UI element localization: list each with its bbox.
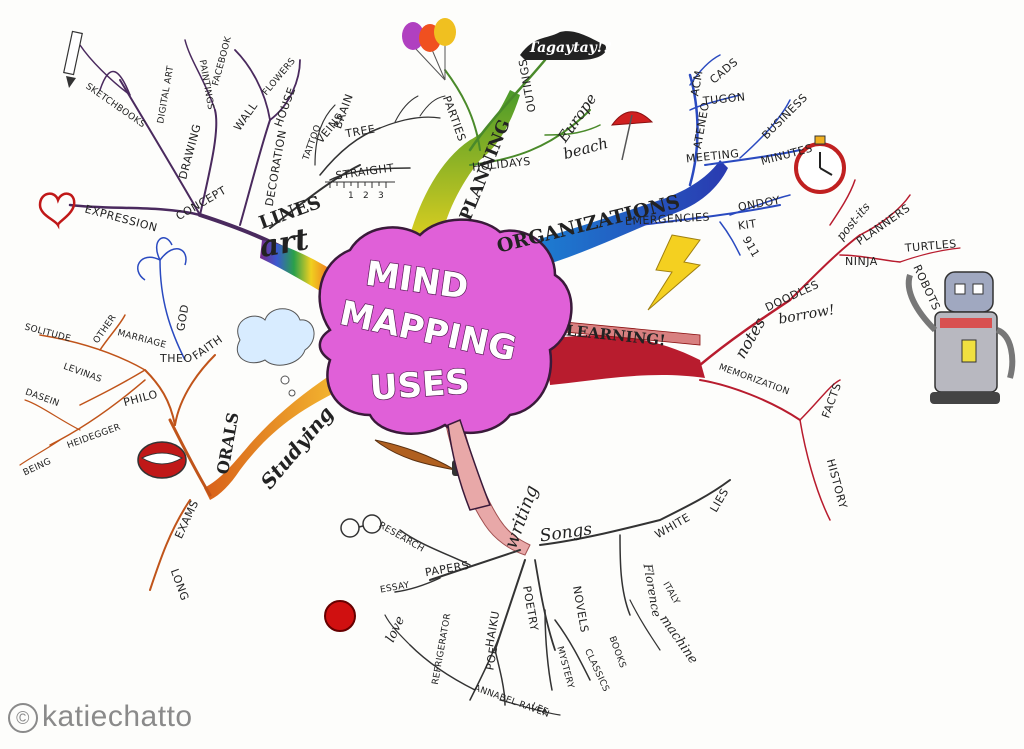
exams-label: EXAMS	[172, 498, 201, 541]
ninja-label: NINJA	[845, 255, 878, 268]
machine-label: machine	[656, 612, 701, 667]
ruler-drawing	[325, 181, 395, 188]
copyright-icon: ©	[8, 703, 38, 734]
papers-label: PAPERS	[424, 559, 470, 580]
title-line-3: USES	[369, 362, 471, 409]
marriage-label: MARRIAGE	[116, 328, 167, 351]
lies-label: LIES	[708, 486, 732, 514]
meeting-label: MEETING	[685, 147, 740, 166]
house-label: HOUSE	[272, 85, 298, 128]
memorization-label: MEMORIZATION	[717, 363, 790, 398]
holidays-label: HOLIDAYS	[471, 155, 531, 174]
poe-label: POE	[483, 646, 500, 672]
thought-cloud-drawing	[237, 308, 315, 397]
ruler-tick-2: 2	[363, 191, 369, 201]
tugon-label: TUGON	[701, 90, 746, 107]
research-label: RESEARCH	[377, 521, 426, 555]
heart-drawing	[38, 192, 76, 230]
911-label: 911	[740, 234, 763, 260]
theo-branch	[137, 237, 187, 361]
organizations-trunk	[500, 160, 728, 275]
facts-label: FACTS	[819, 381, 844, 420]
watermark: ©katiechatto	[8, 700, 193, 734]
philo-label: PHILO	[122, 388, 159, 410]
emergencies-label: EMERGENCIES	[625, 210, 711, 227]
being-label: BEING	[22, 457, 53, 479]
studying-label: Studying	[256, 401, 339, 493]
sketchbooks-label: SKETCHBOOKS	[84, 82, 147, 131]
poetry-label: POETRY	[520, 585, 541, 632]
watermark-text: katiechatto	[42, 700, 193, 733]
long-label: LONG	[168, 567, 192, 603]
history-label: HISTORY	[824, 458, 850, 511]
art-branch	[68, 39, 312, 264]
solitude-label: SOLITUDE	[23, 322, 72, 344]
theo-label: THEO	[159, 352, 193, 365]
faith-label: FAITH	[190, 333, 225, 363]
straight-label: STRAIGHT	[335, 161, 395, 182]
dasein-label: DASEIN	[24, 388, 61, 410]
florence-label: Florence	[640, 562, 663, 618]
learning-branch	[698, 179, 961, 521]
business-label: BUSINESS	[759, 91, 810, 142]
refrigerator-label: REFRIGERATOR	[431, 612, 453, 685]
art-label: art	[257, 222, 312, 265]
ondoy-label: ONDOY	[737, 194, 781, 214]
digital-art-label: DIGITAL ART	[156, 65, 176, 125]
italy-label: ITALY	[660, 580, 681, 606]
robot-drawing	[905, 271, 1016, 404]
learning-trunk	[545, 335, 705, 385]
mystery-label: MYSTERY	[554, 645, 575, 690]
lines-branch	[269, 95, 446, 229]
white-label: WHITE	[653, 511, 693, 542]
writing-label: writing	[500, 482, 542, 551]
tagaytay-label: Tagaytay!?	[528, 40, 612, 56]
god-label: GOD	[174, 303, 192, 332]
planning-trunk	[410, 90, 520, 245]
organizations-branch	[639, 54, 801, 256]
classics-label: CLASSICS	[582, 648, 611, 694]
glasses-drawing	[340, 514, 382, 538]
acm-label: ACM	[688, 69, 705, 97]
umbrella-drawing	[610, 111, 654, 161]
tagaytay-mountain-drawing	[520, 31, 607, 60]
outings-label: OUTINGS	[516, 58, 538, 113]
pencil-drawing	[63, 30, 83, 88]
studying-branch	[19, 314, 216, 591]
songs-label: Songs	[539, 519, 594, 546]
ruler-tick-3: 3	[378, 191, 384, 201]
studying-trunk	[204, 372, 340, 500]
essay-label: ESSAY	[379, 580, 410, 595]
brain-drawing	[318, 218, 573, 511]
kit-label: KIT	[737, 217, 757, 232]
ruler-tick-1: 1	[348, 191, 354, 201]
writing-branch	[384, 479, 731, 716]
books-label: BOOKS	[607, 635, 628, 670]
drawing-label: DRAWING	[176, 122, 203, 180]
stopwatch-drawing	[794, 135, 846, 194]
facebook-label: FACEBOOK	[211, 35, 234, 87]
decoration-label: DECORATION	[263, 129, 289, 208]
balloons-drawing	[402, 18, 456, 81]
haiku-label: HAIKU	[483, 610, 502, 648]
mouth-drawing	[137, 441, 187, 479]
novels-label: NOVELS	[570, 585, 591, 634]
levinas-label: LEVINAS	[62, 362, 103, 385]
lightning-drawing	[647, 234, 702, 311]
turtles-label: TURTLES	[903, 237, 957, 255]
red-ball-drawing	[324, 600, 356, 632]
wall-label: WALL	[231, 99, 260, 133]
tree-label: TREE	[343, 122, 376, 140]
planning-branch	[444, 58, 601, 166]
